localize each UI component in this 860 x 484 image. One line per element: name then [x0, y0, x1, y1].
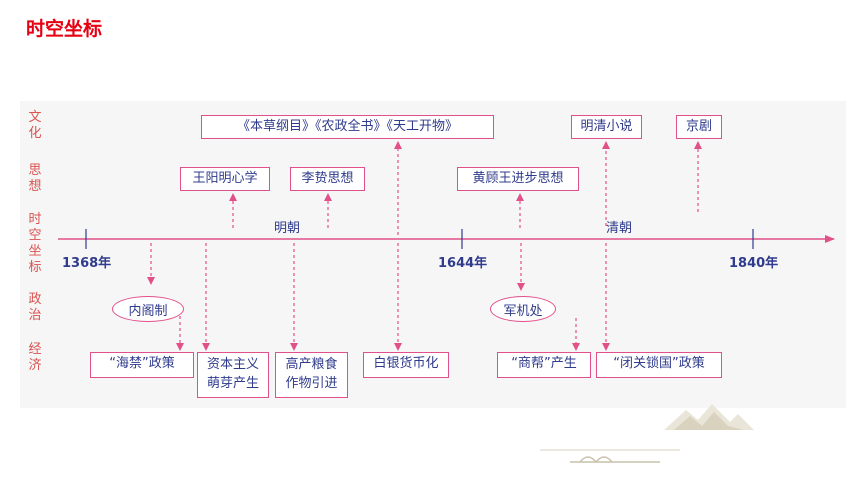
economy-biguan-box: “闭关锁国”政策: [596, 352, 722, 378]
culture-opera-box: 京剧: [676, 115, 722, 139]
page-title: 时空坐标: [26, 18, 103, 40]
economy-haijin-box: “海禁”政策: [90, 352, 194, 378]
culture-novels-box: 明清小说: [571, 115, 642, 139]
year-1644: 1644年: [438, 256, 488, 271]
politics-junji-oval: 军机处: [490, 296, 556, 322]
thought-li-box: 李贽思想: [290, 167, 365, 191]
year-1368: 1368年: [62, 256, 112, 271]
row-label-timeline: 时空坐标: [28, 212, 42, 275]
economy-baiyin-box: 白银货币化: [363, 352, 449, 378]
economy-shangbang-box: “商帮”产生: [497, 352, 591, 378]
period-qing: 清朝: [606, 221, 633, 236]
thought-huang-box: 黄顾王进步思想: [457, 167, 579, 191]
politics-neige-oval: 内阁制: [112, 296, 184, 322]
row-label-politics: 政治: [28, 292, 42, 323]
cloud-decoration-icon: [540, 449, 680, 464]
row-label-thought: 思想: [28, 163, 42, 194]
thought-wang-box: 王阳明心学: [180, 167, 270, 191]
economy-gaochan-box: 高产粮食作物引进: [275, 352, 348, 398]
culture-books-box: 《本草纲目》《农政全书》《天工开物》: [201, 115, 494, 139]
year-1840: 1840年: [729, 256, 779, 271]
row-label-culture: 文化: [28, 110, 42, 141]
period-ming: 明朝: [274, 221, 301, 236]
mountain-decoration-icon: [664, 404, 754, 430]
economy-ziben-box: 资本主义萌芽产生: [197, 352, 269, 398]
row-label-economy: 经济: [28, 342, 42, 373]
